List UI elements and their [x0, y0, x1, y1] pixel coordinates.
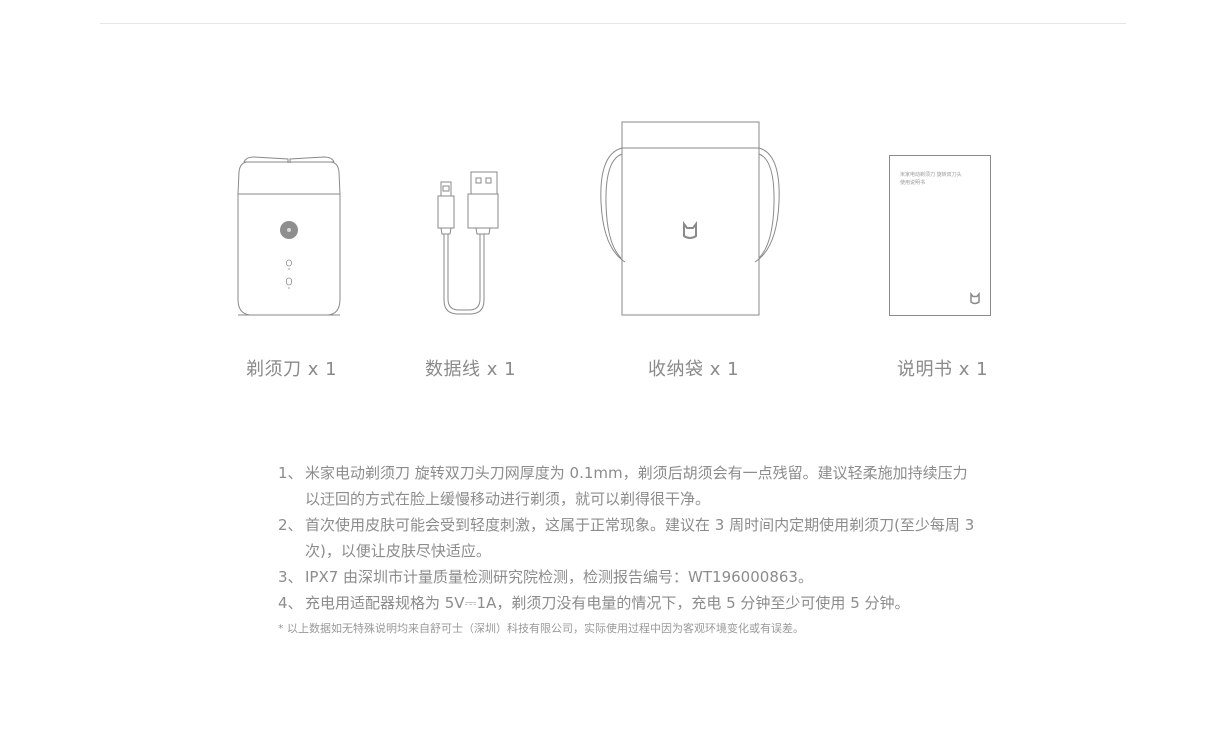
manual-figure: 米家电动剃须刀 旋转双刀头 使用说明书: [888, 154, 992, 318]
shaver-figure: [236, 154, 342, 320]
shaver-icon: [237, 156, 341, 316]
notes-section: 1、 米家电动剃须刀 旋转双刀头刀网厚度为 0.1mm，剃须后胡须会有一点残留。…: [278, 460, 978, 638]
note-item: 3、 IPX7 由深圳市计量质量检测研究院检测，检测报告编号：WT1960008…: [278, 564, 978, 590]
manual-label: 说明书 x 1: [897, 359, 989, 380]
pouch-label: 收纳袋 x 1: [648, 359, 740, 380]
manual-title-line1: 米家电动剃须刀 旋转双刀头: [900, 171, 962, 178]
note-number: 4、: [278, 594, 303, 612]
note-item: 1、 米家电动剃须刀 旋转双刀头刀网厚度为 0.1mm，剃须后胡须会有一点残留。…: [278, 460, 978, 512]
note-text: IPX7 由深圳市计量质量检测研究院检测，检测报告编号：WT196000863。: [305, 568, 813, 586]
note-text: 首次使用皮肤可能会受到轻度刺激，这属于正常现象。建议在 3 周时间内定期使用剃须…: [305, 516, 975, 560]
mi-logo-icon: [970, 291, 980, 305]
note-item: 2、 首次使用皮肤可能会受到轻度刺激，这属于正常现象。建议在 3 周时间内定期使…: [278, 512, 978, 564]
note-number: 3、: [278, 568, 303, 586]
shaver-label: 剃须刀 x 1: [246, 359, 338, 380]
manual-title-line2: 使用说明书: [900, 179, 925, 186]
usb-cable-icon: [437, 171, 499, 315]
pouch-figure: [597, 120, 783, 320]
note-text: 米家电动剃须刀 旋转双刀头刀网厚度为 0.1mm，剃须后胡须会有一点残留。建议轻…: [305, 464, 968, 508]
note-text: 充电用适配器规格为 5V⎓1A，剃须刀没有电量的情况下，充电 5 分钟至少可使用…: [305, 594, 910, 612]
cable-label: 数据线 x 1: [425, 359, 517, 380]
top-divider: [100, 23, 1126, 24]
note-number: 2、: [278, 516, 303, 534]
note-item: 4、 充电用适配器规格为 5V⎓1A，剃须刀没有电量的情况下，充电 5 分钟至少…: [278, 590, 978, 616]
manual-icon: 米家电动剃须刀 旋转双刀头 使用说明书: [889, 155, 991, 316]
note-number: 1、: [278, 464, 303, 482]
cable-figure: [432, 168, 506, 318]
footnote: * 以上数据如无特殊说明均来自舒可士（深圳）科技有限公司，实际使用过程中因为客观…: [278, 622, 804, 635]
storage-pouch-icon: [600, 121, 780, 316]
